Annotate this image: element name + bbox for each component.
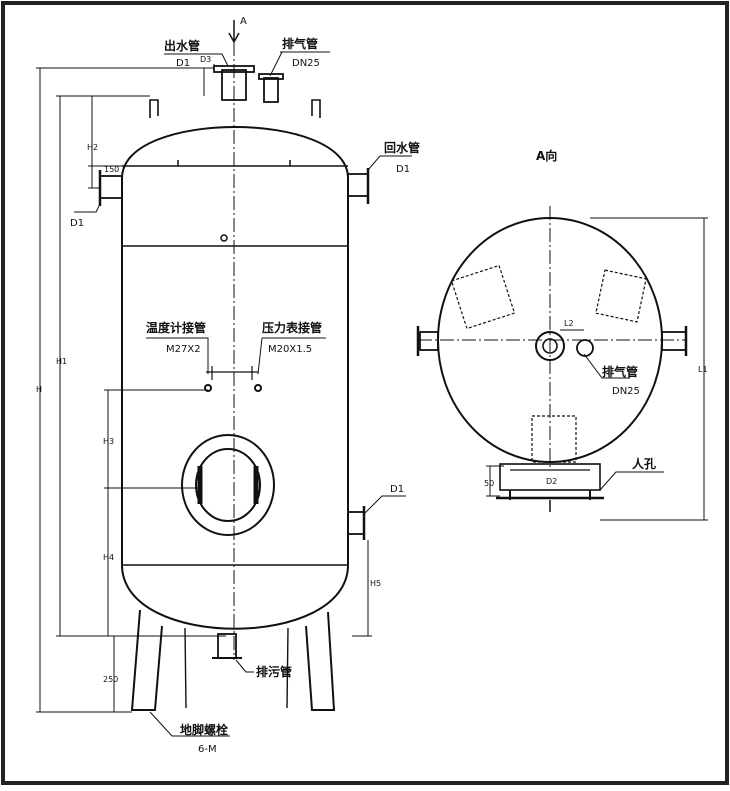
leader-lines (74, 51, 412, 737)
dim-d3: D3 (200, 55, 211, 64)
view-a-vent-label: 排气管 (602, 364, 638, 379)
dim-h2: H2 (87, 143, 98, 152)
vent-size-label: DN25 (292, 58, 320, 69)
anchor-bolt-label: 地脚螺栓 (180, 722, 228, 737)
view-a-dimensions (486, 217, 708, 521)
dim-d2: D2 (546, 477, 557, 486)
side-pipe-size-label: D1 (390, 484, 404, 495)
dim-h3: H3 (103, 437, 114, 446)
view-a (416, 206, 688, 512)
dim-l1: L1 (698, 365, 708, 374)
view-a-vent-size-label: DN25 (612, 386, 640, 397)
dim-h5: H5 (370, 579, 381, 588)
pressure-size-label: M20X1.5 (268, 344, 312, 355)
manhole-label: 人孔 (632, 456, 656, 471)
view-a-title: A向 (536, 148, 557, 163)
view-arrow-label: A (240, 16, 247, 27)
temp-pipe-label: 温度计接管 (146, 320, 206, 335)
dim-150: 150 (104, 165, 119, 174)
pressure-pipe-label: 压力表接管 (262, 320, 322, 335)
tank-shell (121, 126, 349, 630)
return-pipe-label: 回水管 (384, 140, 420, 155)
return-size-label: D1 (396, 164, 410, 175)
dim-l2: L2 (564, 319, 574, 328)
outlet-size-label: D1 (176, 58, 190, 69)
dim-h4: H4 (103, 553, 114, 562)
left-inlet-size-label: D1 (70, 218, 84, 229)
vent-pipe-label: 排气管 (282, 36, 318, 51)
dim-h: H (36, 385, 42, 394)
front-view (98, 20, 370, 711)
dim-50: 50 (484, 479, 494, 488)
outlet-pipe-label: 出水管 (164, 38, 200, 53)
dim-h1: H1 (56, 357, 67, 366)
drain-pipe-label: 排污管 (256, 664, 292, 679)
temp-size-label: M27X2 (166, 344, 201, 355)
front-dimensions (36, 64, 372, 713)
anchor-bolt-qty-label: 6-M (198, 744, 217, 755)
dim-250: 250 (103, 675, 118, 684)
